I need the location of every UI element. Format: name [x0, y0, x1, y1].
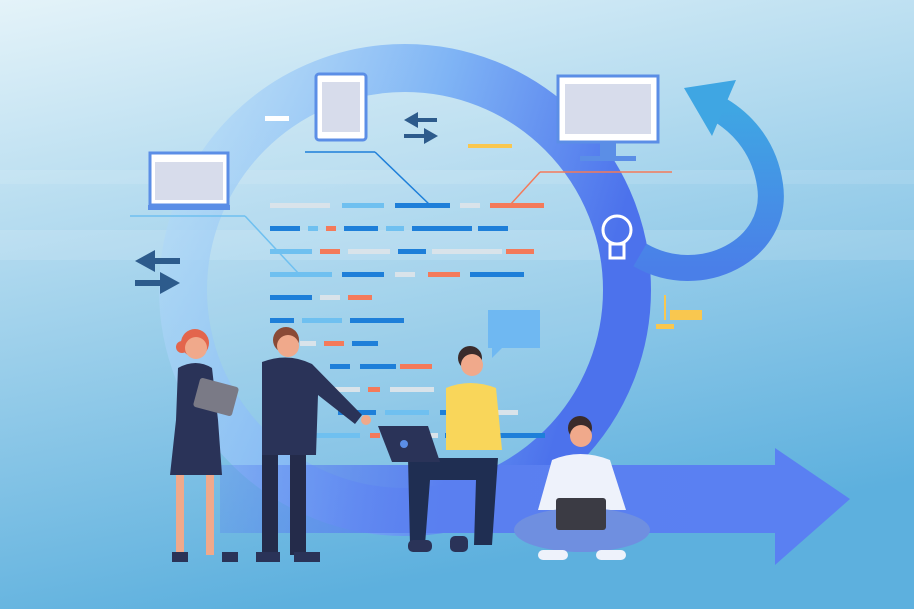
code-bar	[385, 410, 429, 415]
code-bar	[432, 249, 502, 254]
chart-decoration	[656, 295, 702, 329]
exchange-arrows-icon	[135, 250, 180, 294]
monitor-icon	[556, 74, 660, 161]
code-bar	[308, 226, 318, 231]
code-bar	[330, 364, 350, 369]
code-bar	[270, 249, 312, 254]
code-bar	[386, 226, 404, 231]
curved-arrow	[633, 98, 784, 281]
code-bar	[390, 387, 434, 392]
code-bar	[412, 226, 472, 231]
code-bar	[348, 295, 372, 300]
code-bar	[320, 295, 340, 300]
code-bar	[270, 318, 294, 323]
lightbulb-icon	[601, 214, 633, 260]
code-bar	[350, 318, 404, 323]
curved-arrow-head	[684, 80, 736, 136]
code-bar	[302, 318, 342, 323]
speech-bubble	[488, 310, 540, 358]
code-bar	[360, 364, 396, 369]
tablet-icon	[314, 72, 368, 142]
code-bar	[478, 226, 508, 231]
code-bar	[428, 272, 460, 277]
code-bar	[310, 433, 360, 438]
exchange-arrows-icon	[404, 112, 438, 144]
code-bar	[326, 226, 336, 231]
code-bar	[395, 272, 415, 277]
code-bar	[368, 387, 380, 392]
dash-decoration	[468, 144, 512, 148]
code-bar	[270, 272, 332, 277]
code-bar	[270, 203, 330, 208]
dash-decoration	[265, 116, 289, 121]
progress-arrow-shaft	[220, 465, 780, 533]
code-bar	[395, 203, 450, 208]
code-bar	[342, 272, 384, 277]
code-bar	[506, 249, 534, 254]
code-bar	[398, 249, 426, 254]
code-bar	[300, 341, 316, 346]
person-man-suit	[256, 327, 371, 562]
code-bar	[270, 226, 300, 231]
code-bar	[270, 295, 312, 300]
code-bar	[470, 272, 524, 277]
connector-line	[374, 151, 431, 206]
connector-line	[509, 171, 541, 206]
code-bar	[370, 433, 380, 438]
code-bar	[460, 203, 480, 208]
progress-arrow-head	[775, 448, 850, 565]
code-bar	[480, 410, 518, 415]
code-bar	[490, 203, 544, 208]
code-bar	[344, 226, 378, 231]
code-bar	[400, 364, 432, 369]
code-bar	[352, 341, 378, 346]
monitor-icon	[148, 151, 230, 210]
code-bar	[342, 203, 384, 208]
connector-line	[244, 215, 301, 276]
code-bar	[348, 249, 390, 254]
person-woman-tablet	[170, 329, 239, 562]
code-bar	[330, 387, 360, 392]
person-man-laptop-sitting	[378, 346, 502, 552]
code-bar	[324, 341, 344, 346]
code-bar	[320, 249, 340, 254]
person-man-laptop-crosslegged	[514, 416, 650, 560]
